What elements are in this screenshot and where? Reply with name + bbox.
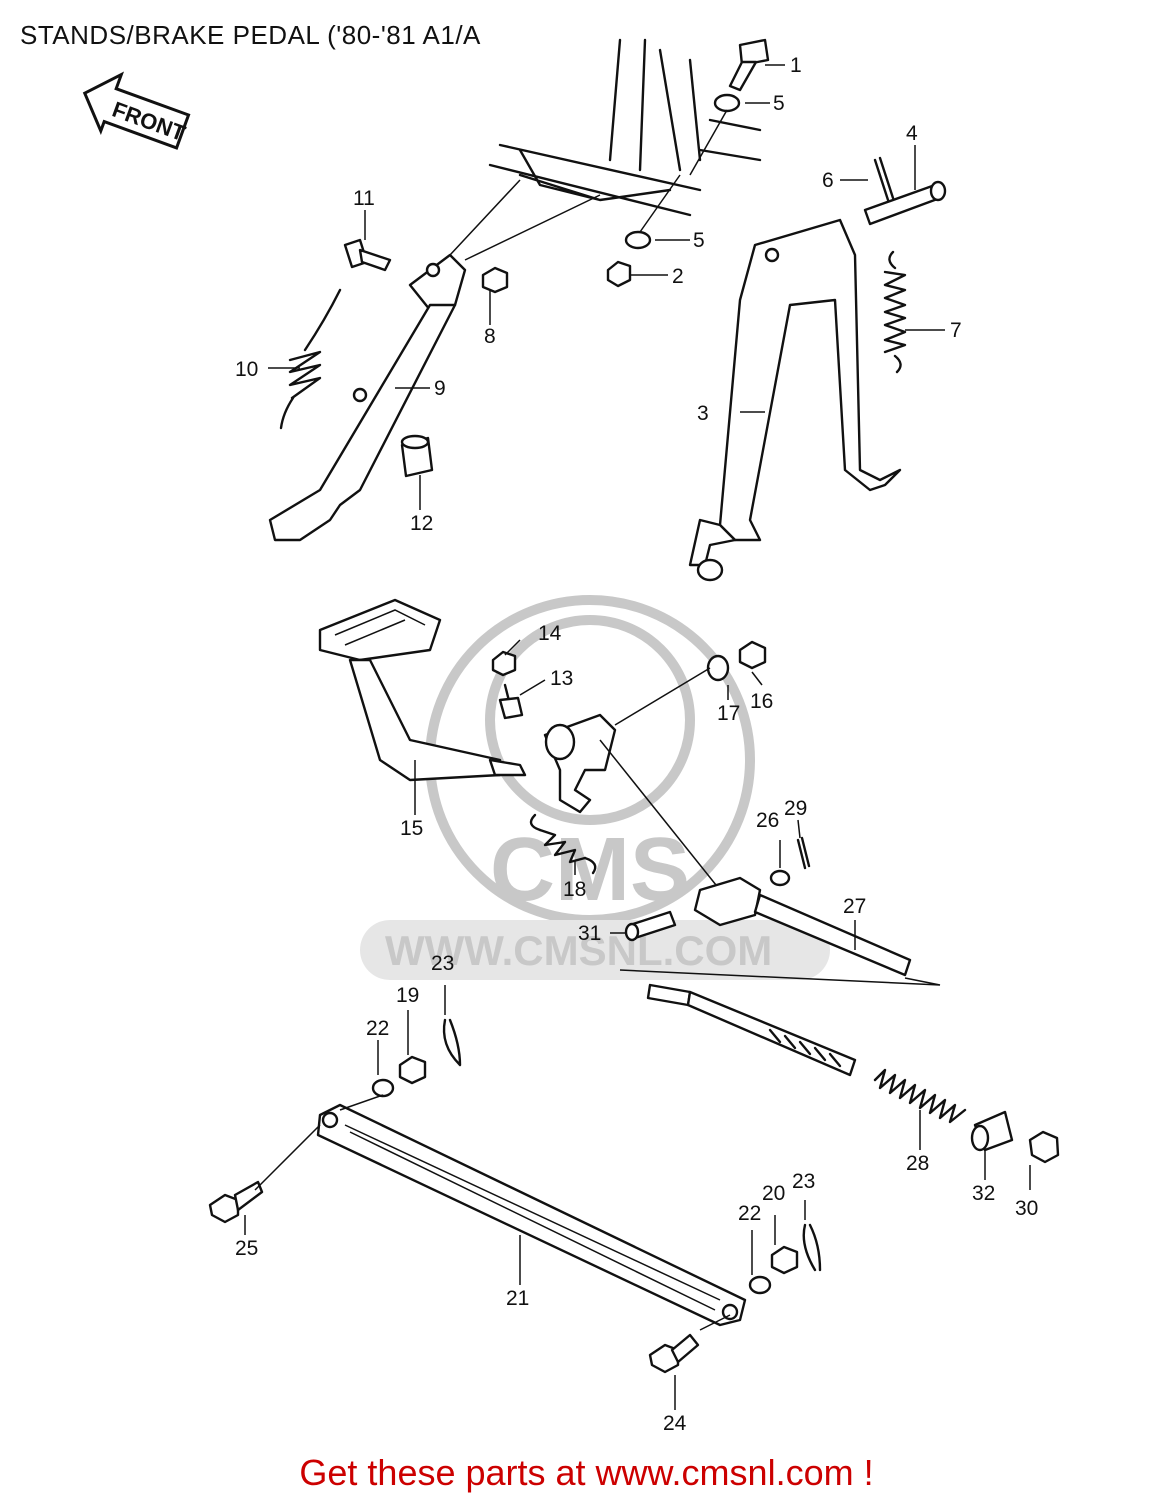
callout-7: 7 (950, 319, 962, 342)
frame-part (488, 38, 762, 217)
callout-6: 6 (822, 169, 834, 192)
watermark: CMS WWW.CMSNL.COM (360, 595, 830, 980)
clip-23-part (442, 1018, 462, 1067)
nut-2-part (606, 260, 632, 288)
rod-28-part (646, 983, 857, 1077)
cotter-pin-29-part (796, 836, 811, 870)
washer-5-part (713, 93, 741, 113)
pin-31-part (624, 910, 677, 942)
pin-4-part (863, 180, 947, 226)
watermark-url: WWW.CMSNL.COM (385, 927, 772, 974)
callout-20: 20 (762, 1182, 785, 1205)
nut-14-part (491, 650, 517, 677)
washer-17-part (706, 654, 730, 682)
callout-15: 15 (400, 817, 423, 840)
washer-5b-part (624, 230, 652, 250)
callout-18: 18 (563, 878, 586, 901)
spring-18-part (529, 813, 597, 875)
spring-10-part (279, 288, 342, 430)
leader-lines (244, 64, 1031, 1410)
torque-link-21-part (316, 1103, 747, 1327)
joint-27-part (693, 876, 912, 977)
callout-13: 13 (550, 667, 573, 690)
bolt-11-part (343, 238, 392, 272)
spring-7-part (883, 250, 907, 374)
nut-30-part (1028, 1130, 1060, 1164)
callout-25: 25 (235, 1237, 258, 1260)
callout-9: 9 (434, 377, 446, 400)
washer-22-part (371, 1078, 395, 1098)
callout-30: 30 (1015, 1197, 1038, 1220)
nut-19-part (398, 1055, 427, 1085)
callout-22b: 22 (738, 1202, 761, 1225)
callout-4: 4 (906, 122, 918, 145)
nut-20-part (770, 1245, 799, 1275)
brake-pedal-15-part (318, 598, 617, 814)
callout-26: 26 (756, 809, 779, 832)
washer-22b-part (748, 1275, 772, 1295)
bolt-1-part (728, 38, 770, 92)
collar-32-part (970, 1110, 1014, 1152)
spring-28-part (873, 1068, 967, 1124)
collar-12-part (400, 434, 434, 478)
callout-2: 2 (672, 265, 684, 288)
callout-10: 10 (235, 358, 258, 381)
callout-21: 21 (506, 1287, 529, 1310)
washer-26-part (769, 869, 791, 887)
callout-1: 1 (790, 54, 802, 77)
callout-labels: 1 5 4 6 5 2 7 11 8 10 9 3 12 14 13 16 17… (235, 54, 1038, 1435)
callout-3: 3 (697, 402, 709, 425)
callout-5b: 5 (693, 229, 705, 252)
callout-23b: 23 (792, 1170, 815, 1193)
nut-16-part (738, 640, 767, 670)
callout-11: 11 (353, 187, 375, 210)
callout-28: 28 (906, 1152, 929, 1175)
callout-5: 5 (773, 92, 785, 115)
cotter-pin-6-part (873, 156, 895, 202)
watermark-logo-text: CMS (490, 820, 690, 920)
callout-31: 31 (578, 922, 601, 945)
diagram-title: STANDS/BRAKE PEDAL ('80-'81 A1/A (20, 20, 481, 50)
callout-24: 24 (663, 1412, 687, 1435)
callout-27: 27 (843, 895, 866, 918)
nut-8-part (481, 266, 509, 294)
clip-23b-part (802, 1223, 822, 1272)
center-stand-3-part (688, 218, 902, 582)
bolt-13-part (498, 683, 524, 720)
bolt-25-part (208, 1180, 264, 1224)
callout-22: 22 (366, 1017, 389, 1040)
exploded-parts-diagram: CMS WWW.CMSNL.COM FRONT (82, 38, 1060, 1435)
side-stand-9-part (268, 253, 467, 542)
callout-23: 23 (431, 952, 454, 975)
front-arrow-icon: FRONT (82, 71, 191, 150)
callout-19: 19 (396, 984, 419, 1007)
callout-12: 12 (410, 512, 433, 535)
callout-8: 8 (484, 325, 496, 348)
callout-17: 17 (717, 702, 740, 725)
callout-16: 16 (750, 690, 773, 713)
callout-29: 29 (784, 797, 807, 820)
bolt-24-part (648, 1333, 700, 1374)
callout-14: 14 (538, 622, 562, 645)
footer-link-text[interactable]: Get these parts at www.cmsnl.com ! (299, 1452, 874, 1493)
callout-32: 32 (972, 1182, 995, 1205)
